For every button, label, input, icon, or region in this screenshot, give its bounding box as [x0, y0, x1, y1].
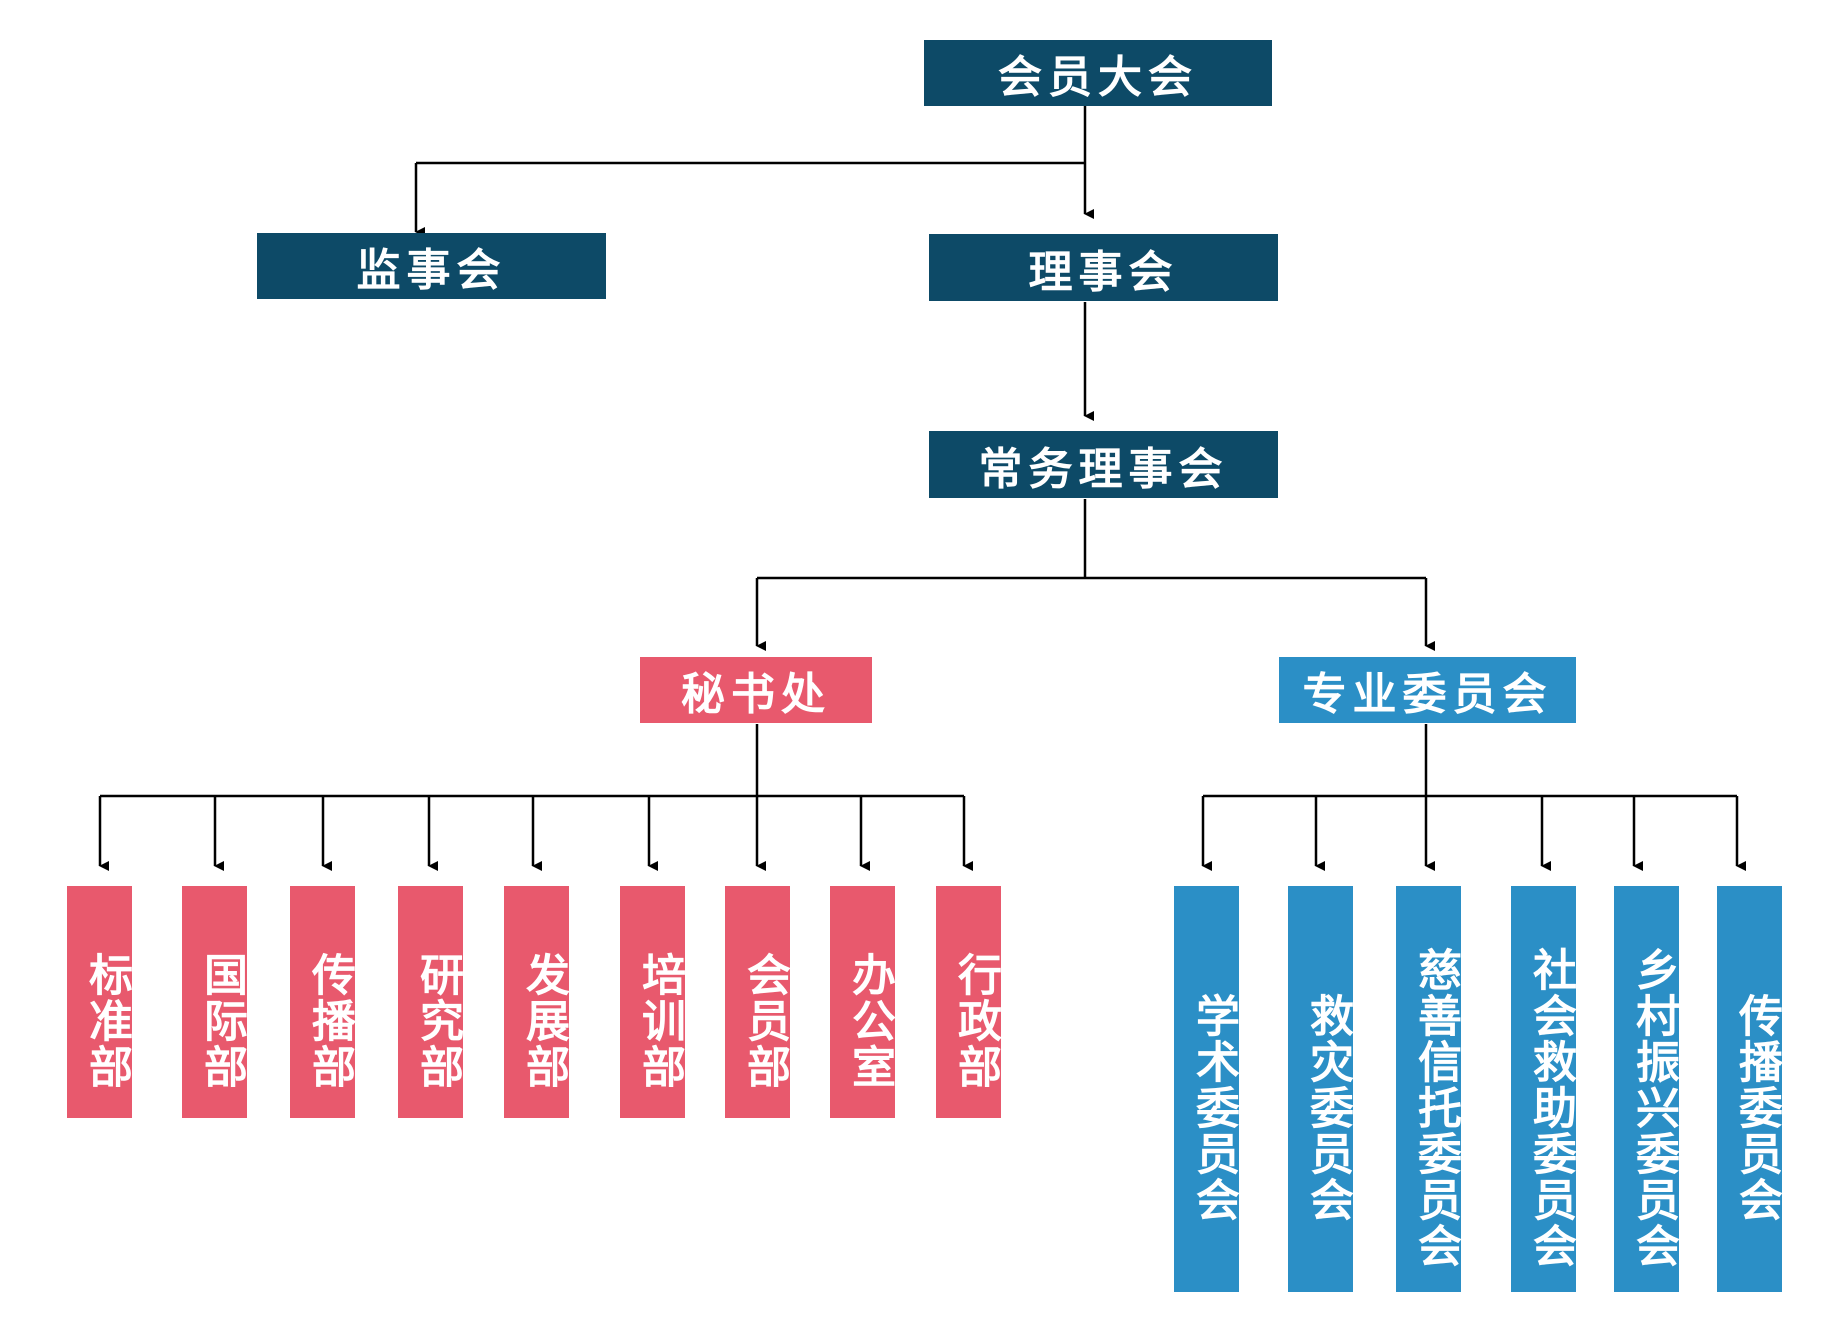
node-council: 理事会 — [929, 234, 1278, 301]
department-box: 研究部 — [398, 886, 463, 1118]
department-box: 行政部 — [936, 886, 1001, 1118]
department-box: 标准部 — [67, 886, 132, 1118]
committee-box: 学术委员会 — [1174, 886, 1239, 1292]
node-standing-council: 常务理事会 — [929, 431, 1278, 498]
committee-box: 传播委员会 — [1717, 886, 1782, 1292]
committee-box: 救灾委员会 — [1288, 886, 1353, 1292]
department-box: 培训部 — [620, 886, 685, 1118]
department-box: 传播部 — [290, 886, 355, 1118]
node-supervisors: 监事会 — [257, 233, 606, 299]
node-assembly: 会员大会 — [924, 40, 1272, 106]
department-box: 会员部 — [725, 886, 790, 1118]
node-committees: 专业委员会 — [1279, 657, 1576, 723]
committee-box: 乡村振兴委员会 — [1614, 886, 1679, 1292]
node-secretariat: 秘书处 — [640, 657, 872, 723]
department-box: 办公室 — [830, 886, 895, 1118]
department-box: 发展部 — [504, 886, 569, 1118]
department-box: 国际部 — [182, 886, 247, 1118]
committee-box: 社会救助委员会 — [1511, 886, 1576, 1292]
committee-box: 慈善信托委员会 — [1396, 886, 1461, 1292]
